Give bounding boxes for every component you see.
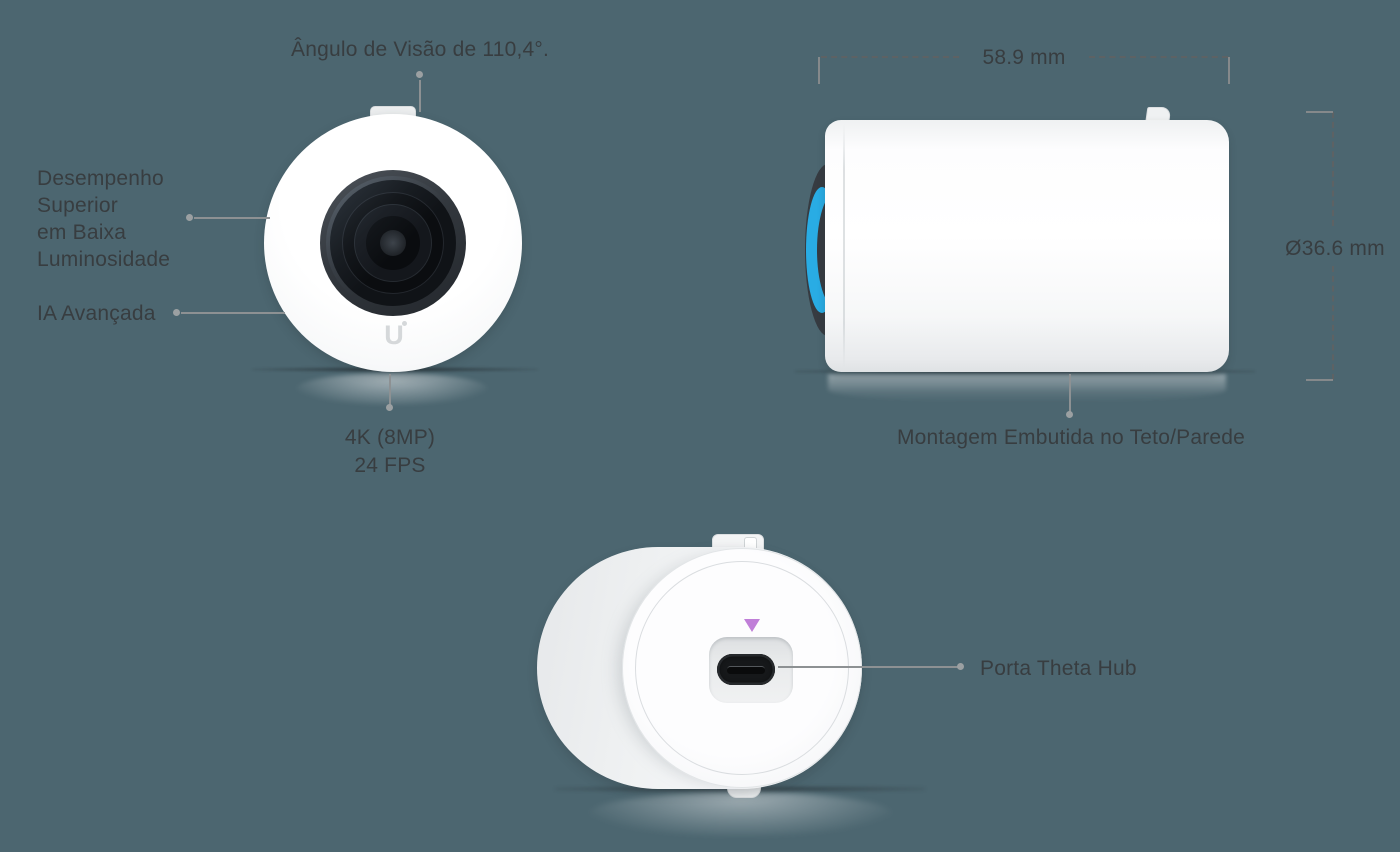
diameter-dimension-label: Ø36.6 mm (1285, 237, 1385, 260)
lens-glass-reflection (326, 176, 460, 310)
low-light-callout-dot (186, 214, 193, 221)
mount-callout-line (1069, 374, 1071, 412)
low-light-label: Desempenho Superior em Baixa Luminosidad… (37, 165, 170, 273)
width-dimension-tick-left (818, 57, 820, 84)
width-dimension-dash-left (821, 56, 959, 58)
side-reflection (828, 374, 1226, 402)
resolution-callout-line (389, 374, 391, 405)
side-bezel-seam (843, 124, 845, 368)
side-view-group: 58.9 mm Ø36.6 mm Montagem Embutida no Te… (700, 0, 1400, 500)
logo-dot (402, 321, 407, 326)
low-light-line: em Baixa (37, 221, 127, 244)
camera-lens (320, 170, 466, 316)
mount-callout-dot (1066, 411, 1073, 418)
usbc-port-slot (727, 666, 765, 674)
framerate-label: 24 FPS (354, 454, 426, 477)
resolution-callout-dot (386, 404, 393, 411)
low-light-line: Desempenho (37, 167, 164, 190)
low-light-line: Luminosidade (37, 248, 171, 271)
front-view-group: Ângulo de Visão de 110,4°. U Desempenho … (0, 0, 700, 500)
side-camera-body (825, 120, 1229, 372)
port-indicator-triangle-icon (744, 619, 760, 632)
back-reflection (588, 792, 893, 836)
logo-letter: U (384, 320, 404, 350)
lens-center-element (380, 230, 406, 256)
port-label: Porta Theta Hub (980, 657, 1137, 680)
angle-callout-line (419, 80, 421, 112)
angle-callout-dot (416, 71, 423, 78)
mount-label: Montagem Embutida no Teto/Parede (896, 426, 1246, 449)
width-dimension-label: 58.9 mm (982, 46, 1066, 69)
back-view-group: Porta Theta Hub (0, 500, 1400, 852)
ai-label: IA Avançada (37, 302, 156, 325)
width-dimension-dash-right (1089, 56, 1228, 58)
resolution-label: 4K (8MP) (344, 426, 436, 449)
back-face-ring (635, 561, 849, 775)
low-light-callout-line (194, 217, 270, 219)
diameter-dash-bottom (1332, 266, 1334, 380)
ai-callout-dot (173, 309, 180, 316)
ai-callout-line (181, 312, 285, 314)
port-callout-line (778, 666, 958, 668)
ubiquiti-logo-icon: U (378, 320, 410, 354)
width-dimension-tick-right (1228, 57, 1230, 84)
diameter-dash-top (1332, 112, 1334, 226)
low-light-line: Superior (37, 194, 118, 217)
angle-of-view-label: Ângulo de Visão de 110,4°. (290, 38, 550, 61)
diameter-tick-bottom (1306, 379, 1333, 381)
port-callout-dot (957, 663, 964, 670)
diameter-tick-top (1306, 111, 1333, 113)
front-reflection (296, 373, 488, 405)
